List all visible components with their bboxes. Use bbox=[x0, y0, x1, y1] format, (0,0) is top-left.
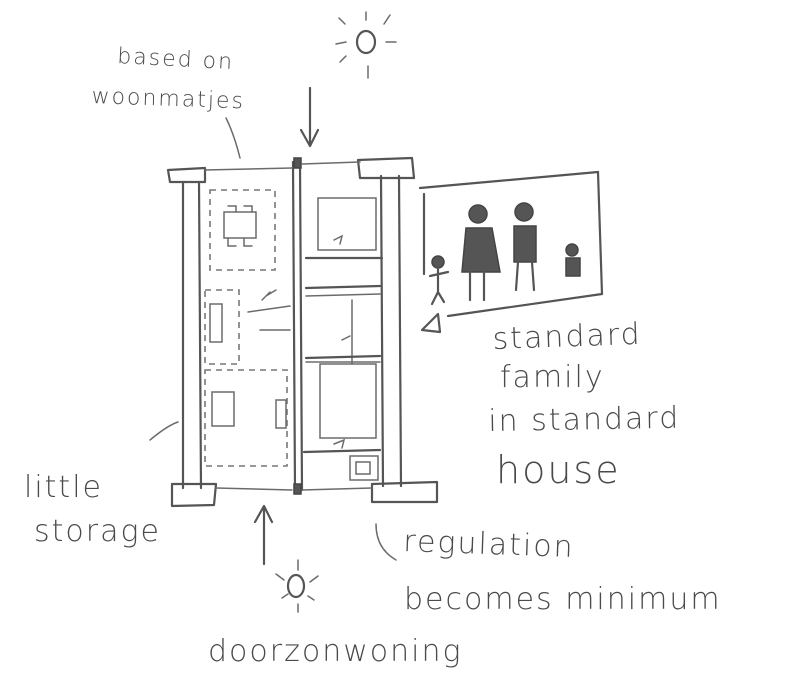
sun-icon-top bbox=[336, 12, 396, 78]
annotation-regulation: regulation bbox=[403, 524, 575, 565]
annotation-becomes-minimum: becomes minimum bbox=[404, 582, 722, 617]
family-figures bbox=[420, 172, 602, 332]
annotation-woonmatjes: woonmatjes bbox=[91, 84, 245, 114]
annotation-standard: standard bbox=[492, 317, 642, 357]
annotation-little: little bbox=[24, 470, 103, 505]
floor-plan bbox=[168, 158, 437, 506]
annotation-storage: storage bbox=[34, 514, 161, 549]
arrow-up-icon bbox=[255, 506, 272, 564]
pointer-line bbox=[150, 422, 178, 440]
annotation-family: family bbox=[500, 360, 605, 395]
pointer-line bbox=[226, 118, 240, 158]
pointer-line bbox=[376, 524, 396, 560]
sun-icon-bottom bbox=[276, 560, 318, 612]
annotation-in-standard: in standard bbox=[488, 401, 681, 439]
annotation-house: house bbox=[496, 448, 621, 492]
arrow-down-icon bbox=[301, 88, 318, 146]
annotation-doorzonwoning: doorzonwoning bbox=[208, 634, 462, 669]
